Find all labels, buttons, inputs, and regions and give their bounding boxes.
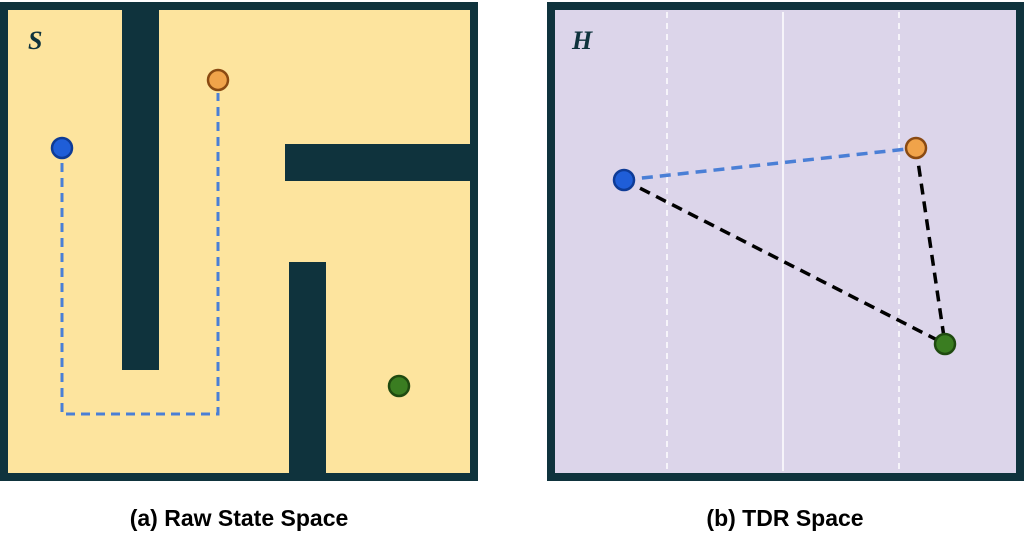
tdr-space-letter: H — [572, 26, 593, 55]
tdr-path-blue-to-orange — [623, 146, 917, 182]
tdr-path-blue-to-green — [623, 178, 946, 346]
raw-state-space-panel — [0, 2, 478, 481]
maze-wall-vertical-left — [122, 6, 159, 370]
raw-node-blue — [50, 136, 74, 160]
maze-wall-horizontal-right — [285, 144, 474, 181]
raw-state-space-caption: (a) Raw State Space — [129, 505, 349, 531]
tdr-path-orange-to-green — [914, 147, 947, 345]
tdr-space-background — [547, 2, 1024, 481]
raw-state-space-letter: S — [28, 26, 43, 55]
tdr-node-orange — [904, 136, 928, 160]
tdr-space-panel — [547, 2, 1024, 481]
maze-wall-vertical-bottom — [289, 262, 326, 477]
tdr-node-green — [933, 332, 957, 356]
tdr-node-blue — [612, 168, 636, 192]
raw-node-orange — [206, 68, 230, 92]
tdr-space-caption: (b) TDR Space — [706, 505, 864, 531]
raw-node-green — [387, 374, 411, 398]
raw-state-space-background — [0, 2, 478, 481]
raw-path-blue-to-orange — [60, 93, 220, 416]
